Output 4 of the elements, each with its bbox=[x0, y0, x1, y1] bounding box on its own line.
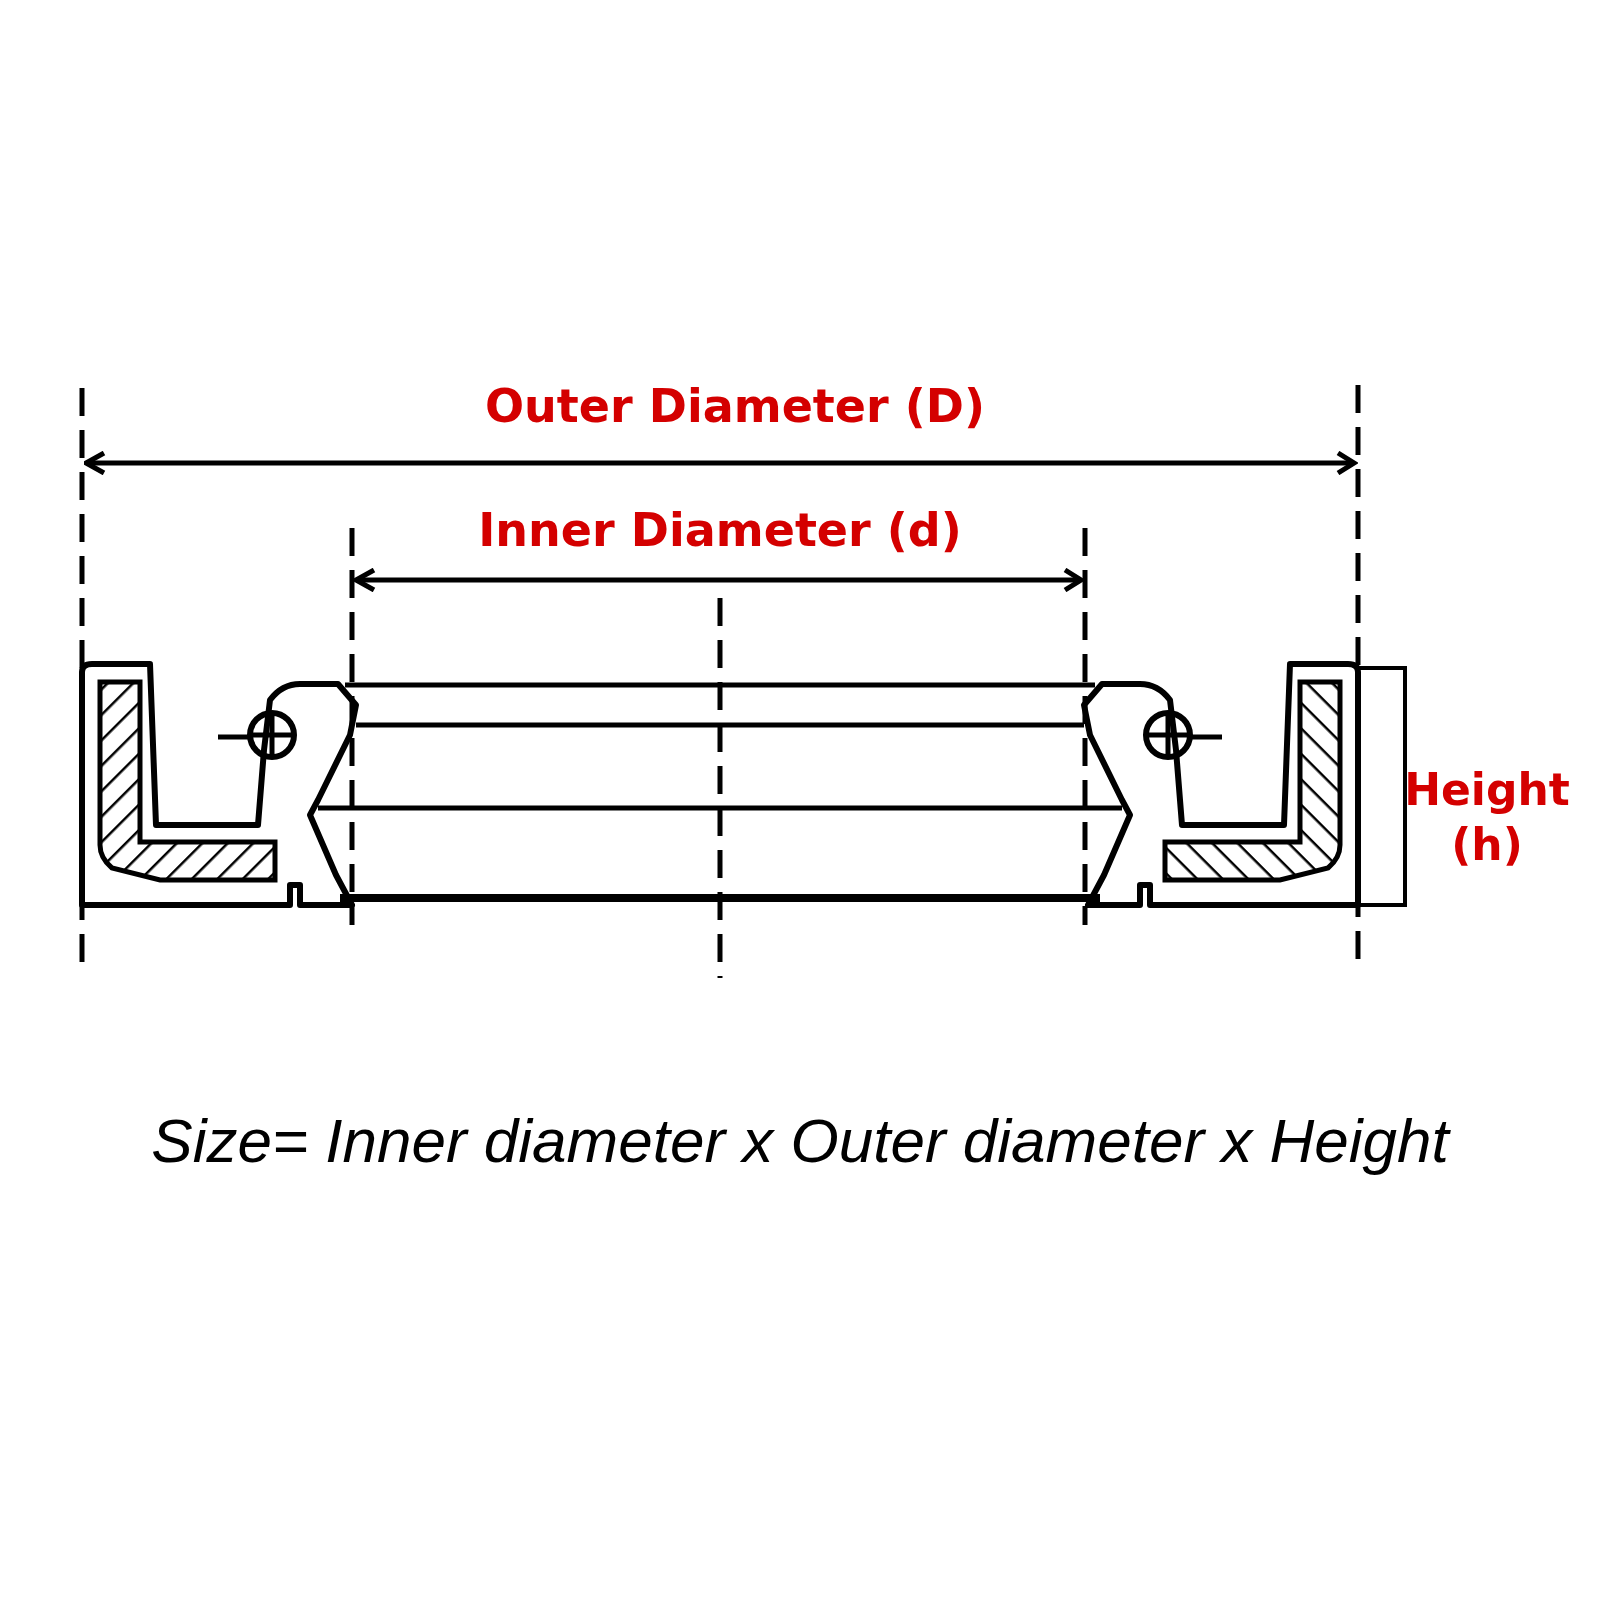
dimension-label: Inner Diameter (d) bbox=[478, 502, 962, 559]
caption: Size= Inner diameter x Outer diameter x Height bbox=[150, 1105, 1452, 1176]
dimension-label: Height (h) bbox=[1403, 763, 1571, 872]
dimension-label: Outer Diameter (D) bbox=[485, 378, 985, 435]
